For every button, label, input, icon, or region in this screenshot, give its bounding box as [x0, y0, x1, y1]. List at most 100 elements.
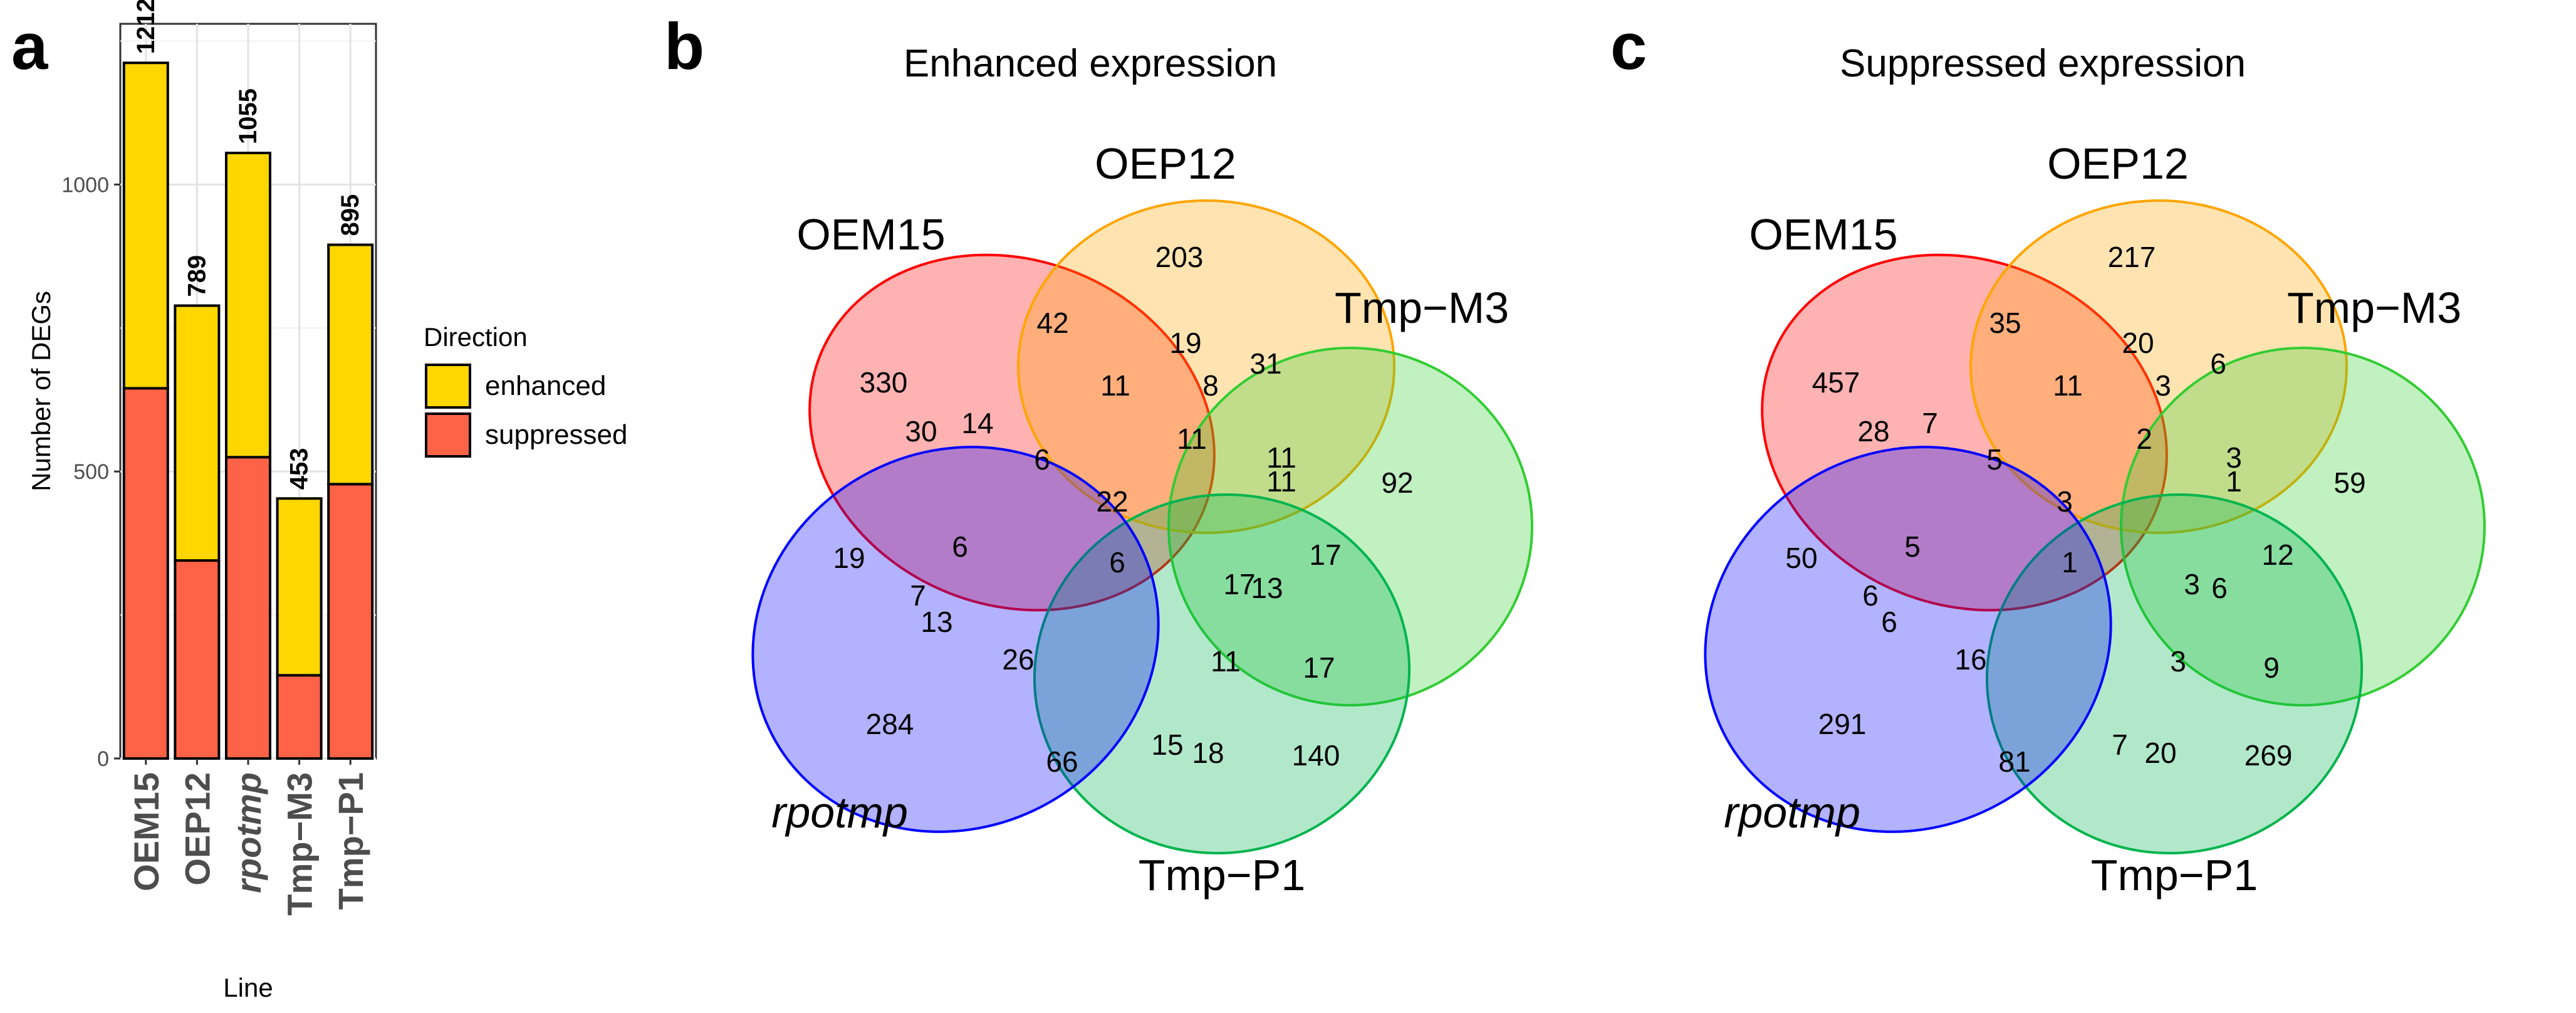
venn-set-label: Tmp−P1: [2091, 851, 2258, 900]
venn-region-count: 269: [2245, 739, 2293, 772]
venn-region-count: 42: [1036, 307, 1068, 339]
legend-key-enhanced: [425, 364, 471, 409]
venn-set-oep12: [1969, 199, 2348, 534]
bar-enhanced: [174, 304, 221, 562]
panel-label-b: b: [664, 10, 705, 83]
venn-region-count: 11: [1100, 369, 1130, 402]
venn-set-label: OEP12: [2047, 139, 2189, 188]
venn-region-count: 11: [1266, 441, 1296, 474]
venn-title: Suppressed expression: [1840, 42, 2246, 85]
panel-label-c: c: [1610, 10, 1647, 83]
venn-region-count: 30: [905, 415, 937, 448]
venn-region-count: 12: [2261, 538, 2293, 571]
venn-region-count: 17: [1303, 651, 1335, 684]
venn-region-count: 2: [2136, 423, 2152, 455]
venn-region-count: 11: [2053, 369, 2083, 402]
venn-region-count: 13: [1251, 572, 1283, 604]
bar-total-label: 453: [286, 448, 313, 490]
venn-set-label: OEP12: [1095, 139, 1236, 188]
venn-region-count: 5: [1904, 530, 1921, 563]
x-tick-label: rpotmp: [229, 772, 268, 893]
venn-region-count: 1: [2226, 465, 2242, 498]
venn-region-count: 284: [866, 708, 914, 740]
venn-region-count: 19: [833, 542, 865, 574]
venn-set-rpotmp: [751, 446, 1160, 833]
venn-region-count: 7: [2112, 728, 2128, 761]
venn-region-count: 203: [1155, 241, 1204, 273]
venn-region-count: 8: [1202, 369, 1219, 402]
venn-region-count: 3: [2226, 441, 2242, 474]
venn-region-count: 9: [2263, 651, 2280, 684]
venn-region-count: 20: [2144, 737, 2176, 769]
venn-region-count: 16: [1954, 643, 1986, 676]
venn-region-count: 291: [1818, 708, 1867, 740]
venn-region-count: 28: [1857, 415, 1889, 448]
venn-set-oem15: [1761, 253, 2168, 612]
venn-region-count: 3: [2057, 485, 2073, 518]
y-tick-label: 500: [73, 460, 109, 484]
venn-region-count: 22: [1096, 485, 1128, 518]
panel-label-a: a: [11, 10, 48, 83]
venn-set-tmp-m3: [2120, 347, 2486, 706]
venn-set-label: rpotmp: [1724, 788, 1860, 837]
venn-region-count: 11: [1266, 465, 1296, 498]
venn-region-count: 50: [1785, 542, 1817, 574]
venn-region-count: 3: [2170, 645, 2186, 678]
venn-region-count: 11: [1211, 645, 1241, 678]
venn-set-rpotmp: [1704, 446, 2112, 833]
venn-region-count: 92: [1381, 466, 1413, 499]
bar-suppressed: [276, 674, 323, 760]
venn-region-count: 6: [1862, 579, 1879, 612]
bar-total-label: 1055: [234, 88, 262, 144]
venn-region-count: 18: [1192, 737, 1224, 769]
venn-region-count: 7: [1922, 407, 1938, 439]
venn-region-count: 35: [1989, 307, 2021, 339]
venn-region-count: 19: [1169, 327, 1201, 359]
venn-title: Enhanced expression: [904, 42, 1277, 85]
y-tick-label: 0: [97, 747, 109, 771]
bar-enhanced: [122, 61, 169, 390]
x-tick-label: Tmp−P1: [331, 772, 370, 910]
x-tick-label: OEM15: [127, 772, 166, 891]
venn-region-count: 81: [1998, 745, 2030, 778]
bar-enhanced: [225, 152, 271, 459]
venn-set-label: Tmp−M3: [2287, 283, 2461, 332]
bar-enhanced: [327, 243, 374, 486]
venn-region-count: 26: [1002, 643, 1034, 676]
venn-set-oep12: [1017, 199, 1395, 534]
venn-region-count: 3: [2184, 568, 2200, 601]
bar-total-label: 789: [183, 255, 211, 297]
venn-region-count: 140: [1292, 739, 1340, 772]
venn-region-count: 3: [2155, 369, 2171, 402]
bar-suppressed: [174, 559, 221, 760]
venn-set-label: Tmp−P1: [1139, 851, 1306, 900]
x-tick-label: Tmp−M3: [280, 772, 320, 916]
venn-region-count: 6: [952, 530, 968, 563]
venn-set-label: rpotmp: [771, 788, 908, 837]
venn-region-count: 330: [860, 366, 908, 399]
venn-region-count: 7: [910, 579, 926, 612]
venn-set-tmp-p1: [1033, 493, 1411, 855]
legend-title: Direction: [424, 322, 528, 352]
venn-region-count: 31: [1249, 347, 1281, 380]
venn-region-count: 217: [2108, 241, 2156, 273]
legend-label-suppressed: suppressed: [485, 419, 627, 450]
venn-region-count: 14: [961, 407, 993, 439]
venn-set-tmp-p1: [1985, 493, 2364, 855]
y-axis-title: Number of DEGs: [26, 291, 56, 491]
venn-region-count: 457: [1812, 366, 1860, 399]
venn-region-count: 59: [2334, 466, 2365, 499]
venn-set-label: OEM15: [1749, 210, 1897, 259]
venn-region-count: 11: [1177, 423, 1207, 455]
venn-region-count: 6: [2210, 347, 2226, 380]
venn-set-label: OEM15: [796, 210, 945, 259]
venn-region-count: 66: [1046, 745, 1078, 778]
venn-region-count: 15: [1151, 728, 1183, 761]
bar-enhanced: [276, 497, 323, 677]
legend-label-enhanced: enhanced: [485, 370, 606, 401]
venn-region-count: 20: [2122, 327, 2154, 359]
x-axis-title: Line: [223, 973, 273, 1002]
venn-region-count: 6: [2211, 572, 2228, 604]
bar-total-label: 1212: [132, 0, 160, 54]
